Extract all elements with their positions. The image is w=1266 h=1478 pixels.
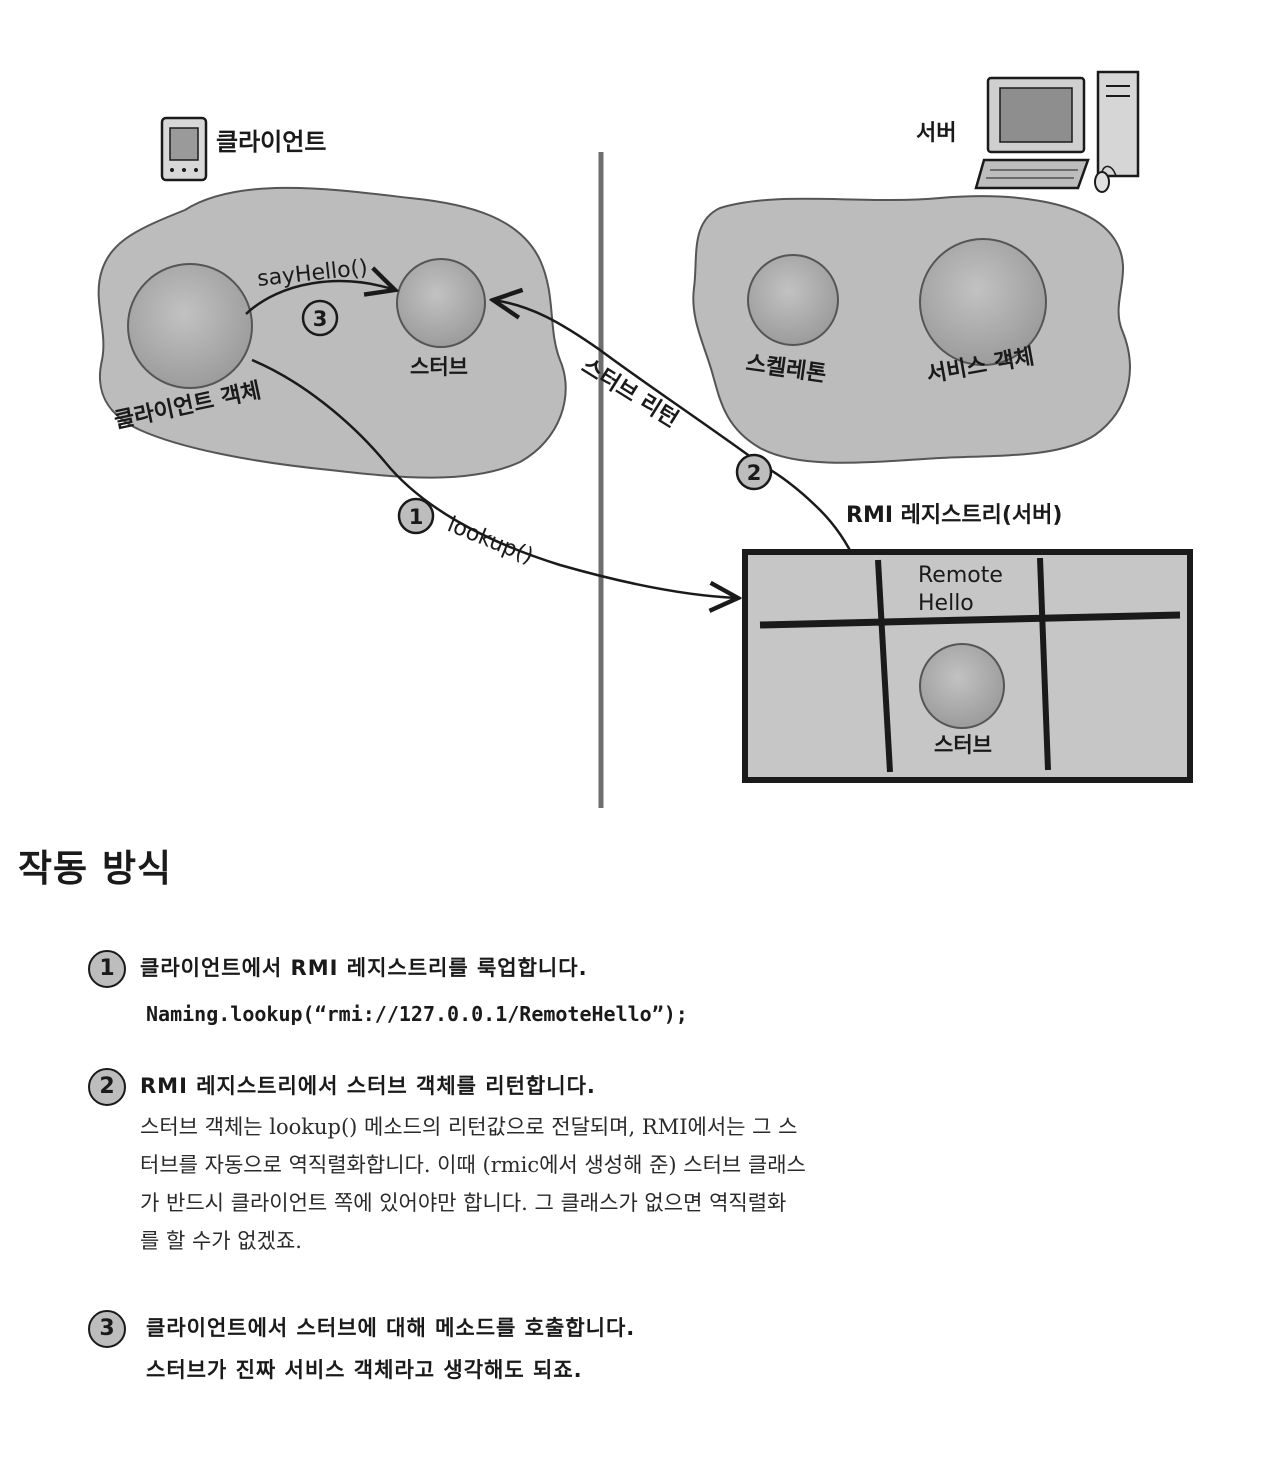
section-title: 작동 방식 <box>18 847 173 890</box>
svg-text:2: 2 <box>747 461 762 485</box>
pda-icon <box>160 116 208 182</box>
stub-label: 스터브 <box>410 355 468 379</box>
client-label: 클라이언트 <box>216 128 326 156</box>
svg-text:1: 1 <box>409 505 424 529</box>
svg-text:3: 3 <box>313 307 328 331</box>
step-3-number: 3 <box>88 1310 126 1348</box>
say-hello-arrow <box>245 281 395 315</box>
step-2-number: 2 <box>88 1068 126 1106</box>
step-1-code: Naming.lookup(“rmi://127.0.0.1/RemoteHel… <box>146 1002 688 1026</box>
service-object-ball <box>919 238 1047 366</box>
step-1-number: 1 <box>88 950 126 988</box>
registry-stub-ball <box>919 643 1005 729</box>
step-3-badge: 3 <box>301 299 339 337</box>
step-2-body-line: 터브를 자동으로 역직렬화합니다. 이때 (rmic에서 생성해 준) 스터브 … <box>140 1153 806 1177</box>
rmi-diagram: 클라이언트 서버 클라이언트 객체 스터브 스켈레톤 서비스 객체 sayHel… <box>97 70 1193 808</box>
step-2-body: 스터브 객체는 lookup() 메소드의 리턴값으로 전달되며, RMI에서는… <box>140 1108 970 1260</box>
step-2-body-line: 가 반드시 클라이언트 쪽에 있어야만 합니다. 그 클래스가 없으면 역직렬화 <box>140 1191 787 1215</box>
step-2-body-line: 스터브 객체는 lookup() 메소드의 리턴값으로 전달되며, RMI에서는… <box>140 1115 798 1139</box>
registry-stub-label: 스터브 <box>934 733 992 757</box>
stub-return-label: 스터브 리턴 <box>577 354 683 433</box>
client-object-ball <box>127 263 253 389</box>
server-label: 서버 <box>916 121 956 146</box>
registry-label: RMI 레지스트리(서버) <box>846 503 1062 528</box>
computer-icon <box>974 70 1140 193</box>
lookup-label: lookup() <box>444 512 537 569</box>
step-1-badge: 1 <box>397 497 435 535</box>
step-2-badge: 2 <box>735 453 773 491</box>
skeleton-ball <box>747 254 839 346</box>
registry-entry-line1: Remote <box>918 563 1003 588</box>
step-2-heading: RMI 레지스트리에서 스터브 객체를 리턴합니다. <box>140 1074 596 1098</box>
stub-ball <box>396 258 486 348</box>
registry-entry-line2: Hello <box>918 591 974 616</box>
step-3-heading-line2: 스터브가 진짜 서비스 객체라고 생각해도 되죠. <box>146 1358 583 1382</box>
step-3-heading: 클라이언트에서 스터브에 대해 메소드를 호출합니다. <box>146 1316 636 1340</box>
step-1-heading: 클라이언트에서 RMI 레지스트리를 룩업합니다. <box>140 956 588 980</box>
step-2-body-line: 를 할 수가 없겠죠. <box>140 1229 302 1253</box>
lookup-arrow <box>251 358 738 598</box>
